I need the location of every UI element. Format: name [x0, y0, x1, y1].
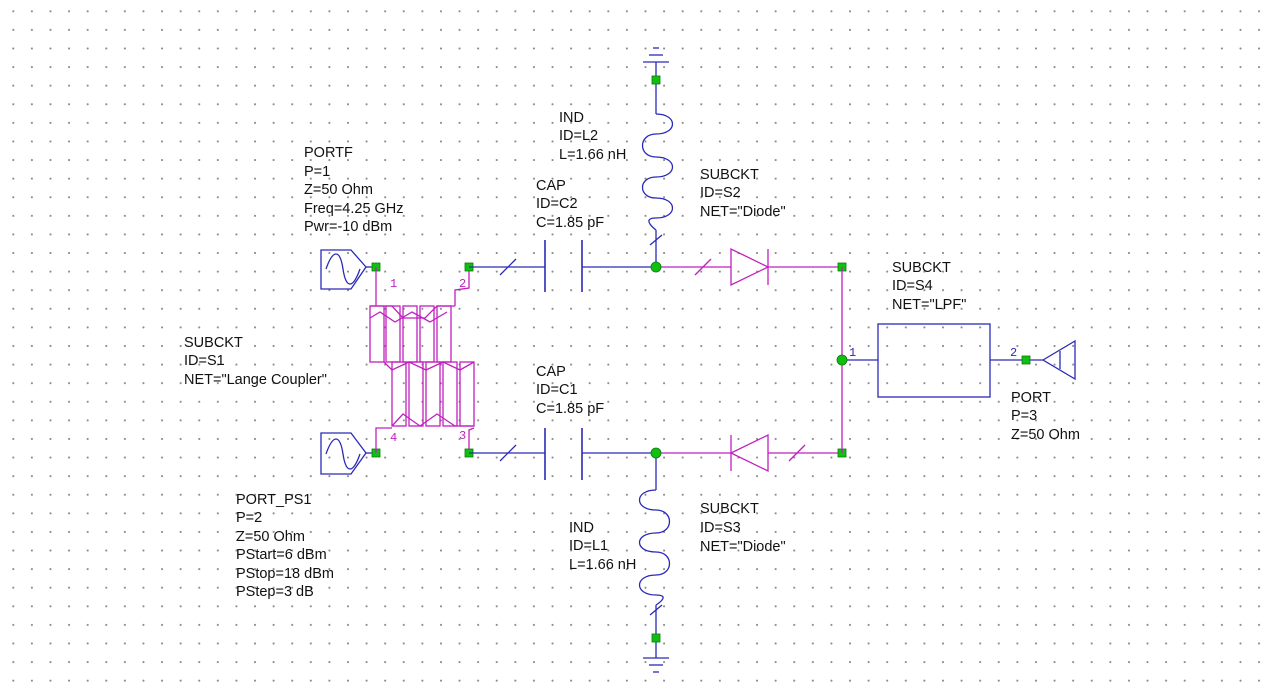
- diode-s2[interactable]: [656, 247, 847, 287]
- label-ind-l1: IND ID=L1 L=1.66 nH: [569, 520, 636, 573]
- l2-ground-terminal[interactable]: [651, 75, 661, 85]
- port-out-line-1: PORT: [1011, 390, 1051, 406]
- port-ps1-line-5: PStop=18 dBm: [236, 566, 334, 582]
- diode-s3-line-2: ID=S3: [700, 520, 741, 536]
- lange-pin-3: 3: [459, 429, 466, 443]
- portf-line-1: PORTF: [304, 145, 353, 161]
- lange-pin-4: 4: [390, 431, 397, 445]
- portf-line-4: Freq=4.25 GHz: [304, 201, 404, 217]
- portf-line-5: Pwr=-10 dBm: [304, 219, 392, 235]
- label-cap-c2: CAP ID=C2 C=1.85 pF: [536, 178, 604, 231]
- diode-s3-line-1: SUBCKT: [700, 501, 759, 517]
- port-ps1-source[interactable]: [320, 432, 381, 475]
- capacitor-c1[interactable]: [469, 428, 655, 480]
- ind-l2-line-1: IND: [559, 110, 584, 126]
- port-ps1-line-6: PStep=3 dB: [236, 584, 314, 600]
- lpf-s4[interactable]: [842, 323, 1026, 398]
- cap-c1-line-1: CAP: [536, 364, 566, 380]
- label-output-port: PORT P=3 Z=50 Ohm: [1011, 390, 1080, 443]
- label-port-ps1: PORT_PS1 P=2 Z=50 Ohm PStart=6 dBm PStop…: [236, 492, 334, 600]
- label-diode-s2: SUBCKT ID=S2 NET="Diode": [700, 167, 786, 220]
- ind-l2-line-2: ID=L2: [559, 128, 598, 144]
- ind-l2-line-3: L=1.66 nH: [559, 147, 626, 163]
- port-ps1-line-3: Z=50 Ohm: [236, 529, 305, 545]
- lange-pin-1: 1: [390, 277, 397, 291]
- port-out-line-3: Z=50 Ohm: [1011, 427, 1080, 443]
- ind-l1-line-2: ID=L1: [569, 538, 608, 554]
- port-ps1-line-4: PStart=6 dBm: [236, 547, 327, 563]
- portf-line-2: P=1: [304, 164, 330, 180]
- cap-c1-line-2: ID=C1: [536, 382, 578, 398]
- cap-c2-line-1: CAP: [536, 178, 566, 194]
- lange-line-3: NET="Lange Coupler": [184, 372, 327, 388]
- ind-l1-line-3: L=1.66 nH: [569, 557, 636, 573]
- lange-pin-2: 2: [459, 277, 466, 291]
- portf-line-3: Z=50 Ohm: [304, 182, 373, 198]
- port-out-line-2: P=3: [1011, 408, 1037, 424]
- diode-s3[interactable]: [656, 433, 847, 473]
- capacitor-c2[interactable]: [469, 240, 655, 292]
- output-port-terminal[interactable]: [1021, 355, 1031, 365]
- lpf-pin-1: 1: [849, 346, 856, 360]
- diode-s3-line-3: NET="Diode": [700, 539, 786, 555]
- portf-source[interactable]: [320, 249, 381, 290]
- lpf-line-3: NET="LPF": [892, 297, 966, 313]
- l1-ground-terminal[interactable]: [651, 633, 661, 643]
- lpf-pin-2: 2: [1010, 346, 1017, 360]
- lange-coupler[interactable]: [369, 262, 475, 458]
- lange-line-2: ID=S1: [184, 353, 225, 369]
- output-port[interactable]: [1021, 339, 1076, 381]
- junction-top: [650, 261, 662, 273]
- junction-output: [836, 354, 848, 366]
- port-ps1-line-2: P=2: [236, 510, 262, 526]
- label-lange: SUBCKT ID=S1 NET="Lange Coupler": [184, 335, 327, 388]
- inductor-l2[interactable]: [641, 47, 674, 267]
- cap-c1-line-3: C=1.85 pF: [536, 401, 604, 417]
- inductor-l1[interactable]: [638, 453, 671, 673]
- lpf-line-2: ID=S4: [892, 278, 933, 294]
- label-cap-c1: CAP ID=C1 C=1.85 pF: [536, 364, 604, 417]
- label-diode-s3: SUBCKT ID=S3 NET="Diode": [700, 501, 786, 555]
- lange-line-1: SUBCKT: [184, 335, 243, 351]
- diode-s2-line-2: ID=S2: [700, 185, 741, 201]
- diode-s2-line-3: NET="Diode": [700, 204, 786, 220]
- diode-s2-line-1: SUBCKT: [700, 167, 759, 183]
- port-ps1-line-1: PORT_PS1: [236, 492, 312, 508]
- junction-bottom: [650, 447, 662, 459]
- label-portf: PORTF P=1 Z=50 Ohm Freq=4.25 GHz Pwr=-10…: [304, 145, 404, 235]
- cap-c2-line-3: C=1.85 pF: [536, 215, 604, 231]
- lpf-line-1: SUBCKT: [892, 260, 951, 276]
- cap-c2-line-2: ID=C2: [536, 196, 578, 212]
- ind-l1-line-1: IND: [569, 520, 594, 536]
- label-ind-l2: IND ID=L2 L=1.66 nH: [559, 110, 626, 163]
- label-lpf-s4: SUBCKT ID=S4 NET="LPF": [892, 260, 966, 313]
